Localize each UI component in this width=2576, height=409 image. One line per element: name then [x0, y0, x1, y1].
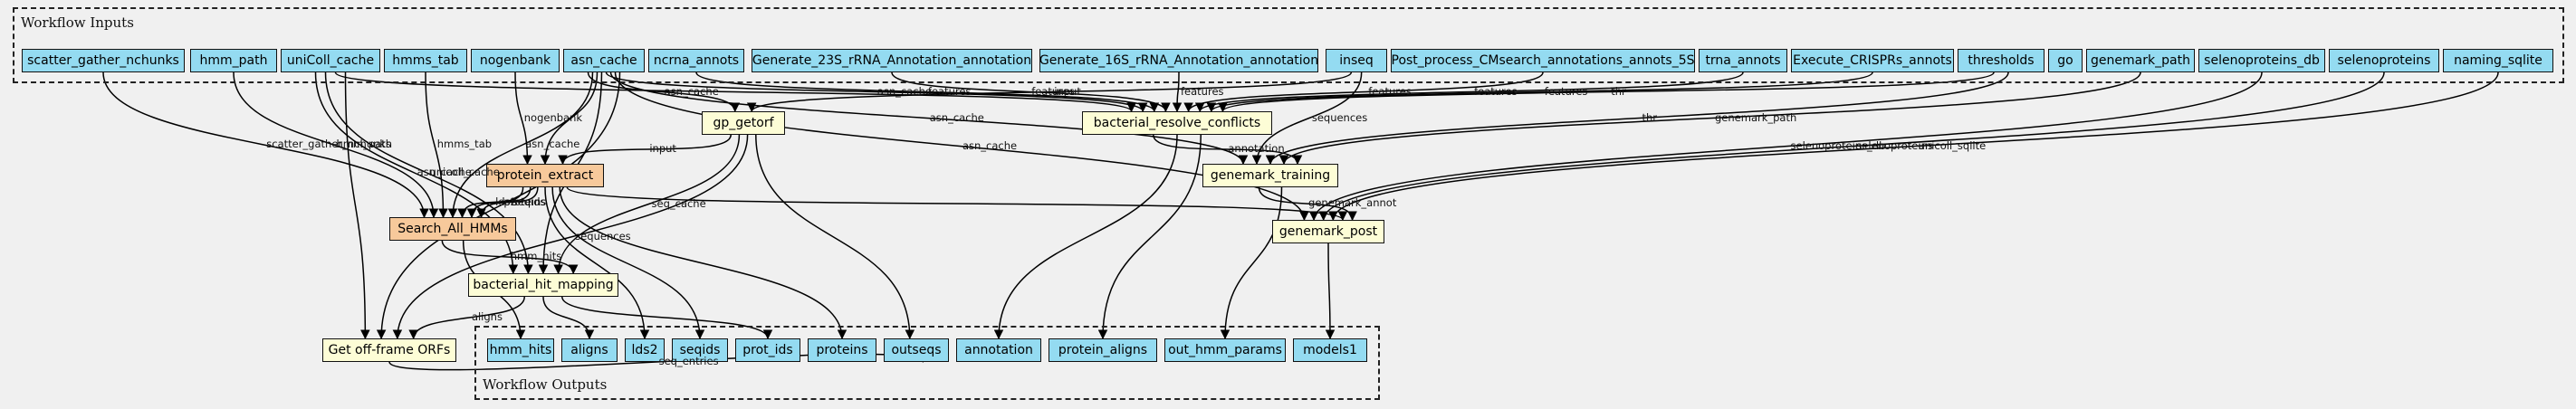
- edge-bacterial-resolve-conflicts-to-out-annotation: [993, 134, 1178, 340]
- edge-bacterial-resolve-conflicts-to-out-protein-aligns: [1097, 134, 1202, 340]
- node-naming-sqlite[interactable]: naming_sqlite: [2443, 49, 2553, 72]
- node-out-hmm-params[interactable]: out_hmm_params: [1164, 338, 1286, 362]
- node-hmm-path[interactable]: hmm_path: [190, 49, 277, 72]
- edge-gp-getorf-to-bacterial-hit-mapping: [553, 134, 741, 275]
- edge-thresholds-to-genemark-training: [1265, 71, 2009, 166]
- edge-asn-cache-to-genemark-post: [614, 71, 1309, 222]
- workflow-outputs-cluster: Workflow Outputs: [474, 326, 1380, 400]
- node-out-seqids[interactable]: seqids: [672, 338, 728, 362]
- node-go[interactable]: go: [2048, 49, 2083, 72]
- node-uniColl-cache[interactable]: uniColl_cache: [281, 49, 380, 72]
- edge-hmms-tab-to-search-all-hmms: [425, 71, 448, 219]
- node-scatter-gather-nchunks[interactable]: scatter_gather_nchunks: [22, 49, 185, 72]
- node-gp-getorf[interactable]: gp_getorf: [702, 111, 785, 135]
- edge-search-all-hmms-to-bacterial-hit-mapping: [441, 240, 579, 275]
- node-out-prot-ids[interactable]: prot_ids: [735, 338, 800, 362]
- edge-gp-getorf-to-out-outseqs: [755, 134, 915, 340]
- node-asn-cache[interactable]: asn_cache: [563, 49, 645, 72]
- workflow-inputs-label: Workflow Inputs: [21, 14, 134, 31]
- edge-asn-cache-to-genemark-training: [609, 71, 1249, 166]
- edge-inseq-to-genemark-training: [1251, 71, 1363, 166]
- node-thresholds[interactable]: thresholds: [1958, 49, 2045, 72]
- edge-protein-extract-to-out-proteins: [559, 186, 847, 340]
- node-selenoproteins[interactable]: selenoproteins: [2329, 49, 2439, 72]
- node-gen16s[interactable]: Generate_16S_rRNA_Annotation_annotation: [1039, 49, 1318, 72]
- edge-protein-extract-to-genemark-post: [566, 186, 1347, 222]
- edge-selenoproteins-db-to-genemark-post: [1308, 71, 2263, 222]
- node-out-annotation[interactable]: annotation: [956, 338, 1041, 362]
- node-ncrna-annots[interactable]: ncrna_annots: [648, 49, 744, 72]
- node-bacterial-hit-mapping[interactable]: bacterial_hit_mapping: [468, 273, 618, 297]
- node-out-proteins[interactable]: proteins: [808, 338, 876, 362]
- node-protein-extract[interactable]: protein_extract: [486, 164, 604, 187]
- node-genemark-path[interactable]: genemark_path: [2086, 49, 2195, 72]
- node-genemark-training[interactable]: genemark_training: [1202, 164, 1338, 187]
- edge-protein-extract-to-search-all-hmms: [476, 186, 539, 219]
- node-post5s[interactable]: Post_process_CMsearch_annotations_annots…: [1391, 49, 1695, 72]
- edge-protein-extract-to-out-seqids: [551, 186, 705, 340]
- edge-uniColl-cache-to-bacterial-hit-mapping: [324, 71, 533, 275]
- edge-genemark-path-to-genemark-training: [1278, 71, 2141, 166]
- edge-bacterial-hit-mapping-to-out-prot-ids: [561, 296, 773, 340]
- edge-naming-sqlite-to-genemark-post: [1328, 71, 2499, 222]
- edge-gp-getorf-to-protein-extract: [558, 134, 732, 166]
- edge-asn-cache-to-get-offframe: [376, 71, 621, 340]
- edge-scatter-gather-nchunks-to-search-all-hmms: [102, 71, 429, 219]
- node-selenoproteins-db[interactable]: selenoproteins_db: [2198, 49, 2325, 72]
- edge-post5s-to-bacterial-resolve-conflicts: [1183, 71, 1544, 113]
- node-gen23s[interactable]: Generate_23S_rRNA_Annotation_annotation: [752, 49, 1032, 72]
- edge-ncrna-annots-to-bacterial-resolve-conflicts: [695, 71, 1159, 113]
- node-hmms-tab[interactable]: hmms_tab: [384, 49, 467, 72]
- edge-gen16s-to-bacterial-resolve-conflicts: [1172, 71, 1183, 113]
- edge-nogenbank-to-protein-extract: [514, 71, 532, 166]
- node-out-outseqs[interactable]: outseqs: [884, 338, 949, 362]
- edge-asn-cache-to-search-all-hmms: [447, 71, 594, 219]
- node-out-hmm-hits[interactable]: hmm_hits: [487, 338, 554, 362]
- node-out-models1[interactable]: models1: [1293, 338, 1367, 362]
- edge-protein-extract-to-out-lds2: [544, 186, 650, 340]
- edge-genemark-training-to-out-hmm-params: [1220, 186, 1283, 340]
- edge-bacterial-hit-mapping-to-get-offframe: [408, 296, 525, 340]
- node-inseq[interactable]: inseq: [1326, 49, 1387, 72]
- workflow-inputs-cluster: Workflow Inputs: [13, 7, 2564, 83]
- node-out-aligns[interactable]: aligns: [561, 338, 618, 362]
- edge-bacterial-resolve-conflicts-to-genemark-training: [1153, 134, 1303, 166]
- node-genemark-post[interactable]: genemark_post: [1272, 220, 1384, 243]
- edge-gp-getorf-to-get-offframe: [392, 134, 749, 340]
- node-out-protein-aligns[interactable]: protein_aligns: [1049, 338, 1157, 362]
- edge-bacterial-hit-mapping-to-out-aligns: [542, 296, 595, 340]
- edge-asn-cache-to-protein-extract: [540, 71, 599, 166]
- node-nogenbank[interactable]: nogenbank: [471, 49, 560, 72]
- edge-hmm-path-to-search-all-hmms: [233, 71, 439, 219]
- node-out-lds2[interactable]: lds2: [625, 338, 665, 362]
- node-bacterial-resolve-conflicts[interactable]: bacterial_resolve_conflicts: [1082, 111, 1272, 135]
- node-crispr[interactable]: Execute_CRISPRs_annots: [1791, 49, 1954, 72]
- node-get-offframe[interactable]: Get off-frame ORFs: [322, 338, 456, 362]
- edge-genemark-training-to-genemark-post: [1258, 186, 1357, 222]
- node-search-all-hmms[interactable]: Search_All_HMMs: [389, 217, 516, 241]
- workflow-outputs-label: Workflow Outputs: [483, 376, 608, 393]
- edge-selenoproteins-to-genemark-post: [1318, 71, 2385, 222]
- edge-genemark-post-to-out-models1: [1325, 243, 1336, 340]
- node-trna-annots[interactable]: trna_annots: [1699, 49, 1787, 72]
- edge-uniColl-cache-to-get-offframe: [344, 71, 370, 340]
